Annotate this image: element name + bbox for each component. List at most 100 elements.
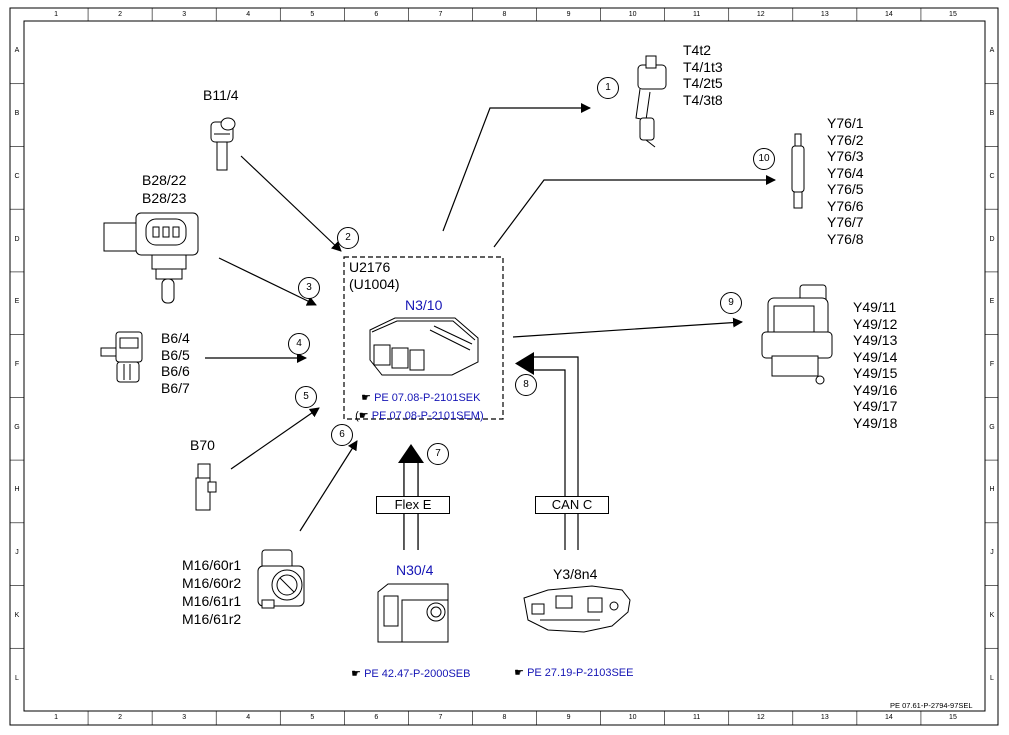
- label-b6-6: B6/6: [161, 363, 190, 379]
- grid-col-bottom-10: 10: [628, 714, 637, 721]
- grid-row-left-G: G: [14, 423, 20, 431]
- label-y49-12: Y49/12: [853, 315, 898, 332]
- grid-col-top-14: 14: [884, 11, 893, 18]
- label-y76-4: Y76/4: [827, 164, 864, 181]
- grid-row-left-L: L: [15, 674, 19, 682]
- grid-row-right-A: A: [989, 47, 995, 55]
- callout-7: 7: [427, 443, 449, 465]
- grid-col-bottom-3: 3: [182, 714, 187, 721]
- label-m16-group: M16/60r1 M16/60r2 M16/61r1 M16/61r2: [182, 556, 241, 628]
- y49-solenoid-icon: [761, 284, 833, 385]
- label-y76-8: Y76/8: [827, 230, 864, 247]
- grid-col-bottom-1: 1: [54, 714, 58, 721]
- grid-row-left-B: B: [14, 110, 20, 118]
- grid-row-left-D: D: [14, 235, 20, 243]
- label-y49-16: Y49/16: [853, 381, 898, 398]
- callout-6: 6: [331, 424, 353, 446]
- callout-8: 8: [515, 374, 537, 396]
- label-n30-4: N30/4: [396, 562, 434, 578]
- pointing-hand-icon: ☛: [351, 668, 361, 680]
- label-y49-15: Y49/15: [853, 365, 898, 381]
- grid-row-right-G: G: [989, 423, 995, 431]
- arrow-b11-4: [240, 155, 342, 252]
- grid-col-bottom-4: 4: [246, 714, 251, 721]
- label-b11-4: B11/4: [203, 87, 239, 103]
- grid-row-left-E: E: [14, 298, 20, 306]
- flex-e-bus-label: Flex E: [376, 496, 450, 514]
- label-m16-60r1: M16/60r1: [182, 557, 242, 573]
- grid-col-top-4: 4: [246, 11, 251, 18]
- label-y49-group: Y49/11 Y49/12 Y49/13 Y49/14 Y49/15 Y49/1…: [853, 299, 897, 431]
- y3-8n4-reference[interactable]: ☛ PE 27.19-P-2103SEE: [514, 667, 634, 679]
- b11-4-sensor-icon: [210, 117, 236, 171]
- callout-10: 10: [753, 148, 775, 170]
- ecu-title-line1: U2176: [349, 259, 391, 275]
- pointing-hand-icon: ☛: [361, 392, 371, 404]
- y76-injector-icon: [791, 133, 805, 209]
- label-m16-61r2: M16/61r2: [182, 611, 242, 627]
- label-b6-5: B6/5: [161, 346, 190, 363]
- label-t4-2t5: T4/2t5: [683, 75, 723, 91]
- grid-row-left-H: H: [14, 486, 20, 494]
- grid-col-top-13: 13: [820, 11, 829, 18]
- grid-row-left-A: A: [14, 47, 20, 55]
- arrow-to-y76: [493, 175, 776, 248]
- ecu-reference-2[interactable]: (☛ PE 07.08-P-2101SEM): [355, 410, 484, 422]
- label-t4-1t3: T4/1t3: [683, 58, 723, 75]
- label-b28-22: B28/22: [142, 172, 187, 188]
- pointing-hand-icon: ☛: [514, 667, 524, 679]
- can-c-bus-label: CAN C: [535, 496, 609, 514]
- m16-throttle-body-icon: [257, 549, 305, 609]
- grid-col-bottom-13: 13: [820, 714, 829, 721]
- b70-crankshaft-sensor-icon: [195, 463, 217, 511]
- ecu-reference-1[interactable]: ☛ PE 07.08-P-2101SEK: [361, 392, 481, 404]
- grid-row-left-J: J: [15, 549, 19, 557]
- grid-row-left-C: C: [14, 172, 20, 180]
- grid-row-left-F: F: [14, 361, 20, 368]
- label-y76-6: Y76/6: [827, 197, 864, 214]
- label-m16-60r2: M16/60r2: [182, 575, 242, 591]
- ecu-n3-10-icon: [369, 317, 479, 376]
- grid-col-top-10: 10: [628, 11, 637, 18]
- label-y76-2: Y76/2: [827, 131, 864, 148]
- label-y76-7: Y76/7: [827, 214, 864, 230]
- label-y76-group: Y76/1 Y76/2 Y76/3 Y76/4 Y76/5 Y76/6 Y76/…: [827, 115, 864, 247]
- n30-4-reference[interactable]: ☛ PE 42.47-P-2000SEB: [351, 668, 471, 680]
- frame-outer: [9, 7, 999, 726]
- callout-1: 1: [597, 77, 619, 99]
- label-y49-17: Y49/17: [853, 398, 898, 414]
- grid-col-top-3: 3: [182, 11, 187, 18]
- callout-2: 2: [337, 227, 359, 249]
- grid-row-right-L: L: [990, 674, 994, 682]
- grid-col-bottom-14: 14: [884, 714, 893, 721]
- grid-row-right-C: C: [989, 172, 995, 180]
- arrow-m16: [299, 440, 358, 532]
- grid-col-top-9: 9: [566, 11, 571, 18]
- grid-col-top-5: 5: [310, 11, 315, 18]
- label-b6-4: B6/4: [161, 330, 190, 346]
- label-y49-11: Y49/11: [853, 299, 897, 315]
- label-y76-5: Y76/5: [827, 181, 864, 197]
- grid-col-top-12: 12: [756, 11, 765, 18]
- grid-col-bottom-12: 12: [756, 714, 765, 721]
- label-y49-14: Y49/14: [853, 348, 898, 365]
- grid-row-right-D: D: [989, 235, 995, 243]
- label-y76-3: Y76/3: [827, 148, 864, 164]
- grid-col-top-8: 8: [502, 11, 507, 18]
- label-b6-group: B6/4 B6/5 B6/6 B6/7: [161, 330, 190, 396]
- frame-inner: [23, 20, 986, 712]
- label-b6-7: B6/7: [161, 379, 190, 396]
- grid-row-right-F: F: [989, 361, 995, 368]
- arrow-to-y49: [512, 317, 743, 338]
- grid-ticks: [87, 8, 922, 725]
- ecu-title-line2: (U1004): [349, 276, 400, 292]
- ecu-dashed-box: [343, 256, 504, 420]
- label-b28-23: B28/23: [142, 190, 187, 206]
- grid-row-right-B: B: [989, 110, 995, 118]
- y3-8n4-control-unit-icon: [523, 585, 631, 633]
- label-m16-61r1: M16/61r1: [182, 593, 242, 609]
- label-y3-8n4: Y3/8n4: [553, 566, 598, 582]
- label-y76-1: Y76/1: [827, 115, 864, 131]
- label-y49-18: Y49/18: [853, 414, 898, 431]
